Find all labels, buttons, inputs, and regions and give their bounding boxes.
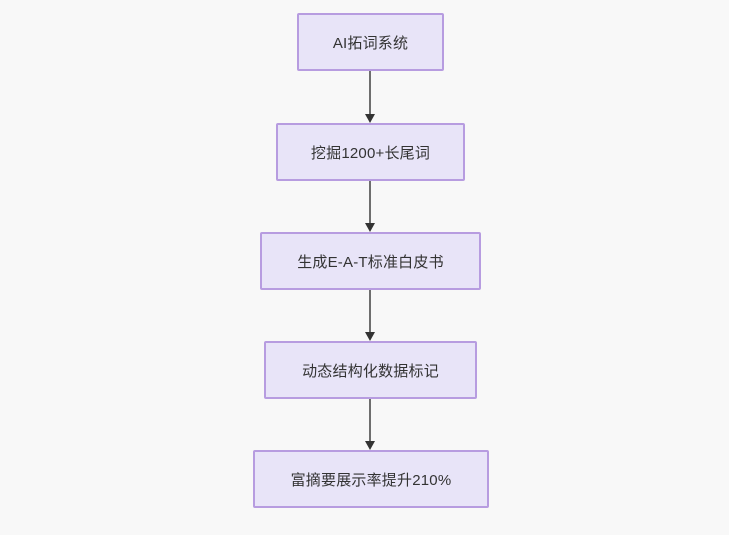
flowchart-node-ai-keyword-system[interactable]: AI拓词系统 [297,13,444,71]
flowchart-connector-arrow [360,290,380,341]
arrowhead-down-icon [365,223,375,232]
flowchart-node-label: 挖掘1200+长尾词 [310,144,431,162]
arrowhead-down-icon [365,332,375,341]
flowchart-node-eat-whitepaper[interactable]: 生成E-A-T标准白皮书 [260,232,481,290]
flowchart-connector-arrow [360,181,380,232]
arrowhead-down-icon [365,441,375,450]
flowchart-node-structured-data-markup[interactable]: 动态结构化数据标记 [264,341,477,399]
flowchart-node-label: 动态结构化数据标记 [302,362,439,380]
flowchart-node-label: 富摘要展示率提升210% [290,471,452,489]
flowchart-node-rich-snippet-result[interactable]: 富摘要展示率提升210% [253,450,489,508]
arrowhead-down-icon [365,114,375,123]
flowchart-node-label: 生成E-A-T标准白皮书 [297,253,444,271]
connector-line [369,399,371,442]
flowchart-node-longtail-keywords[interactable]: 挖掘1200+长尾词 [276,123,465,181]
flowchart-node-label: AI拓词系统 [332,34,409,52]
flowchart-connector-arrow [360,71,380,123]
flowchart-connector-arrow [360,399,380,450]
connector-line [369,290,371,333]
connector-line [369,181,371,224]
connector-line [369,71,371,115]
